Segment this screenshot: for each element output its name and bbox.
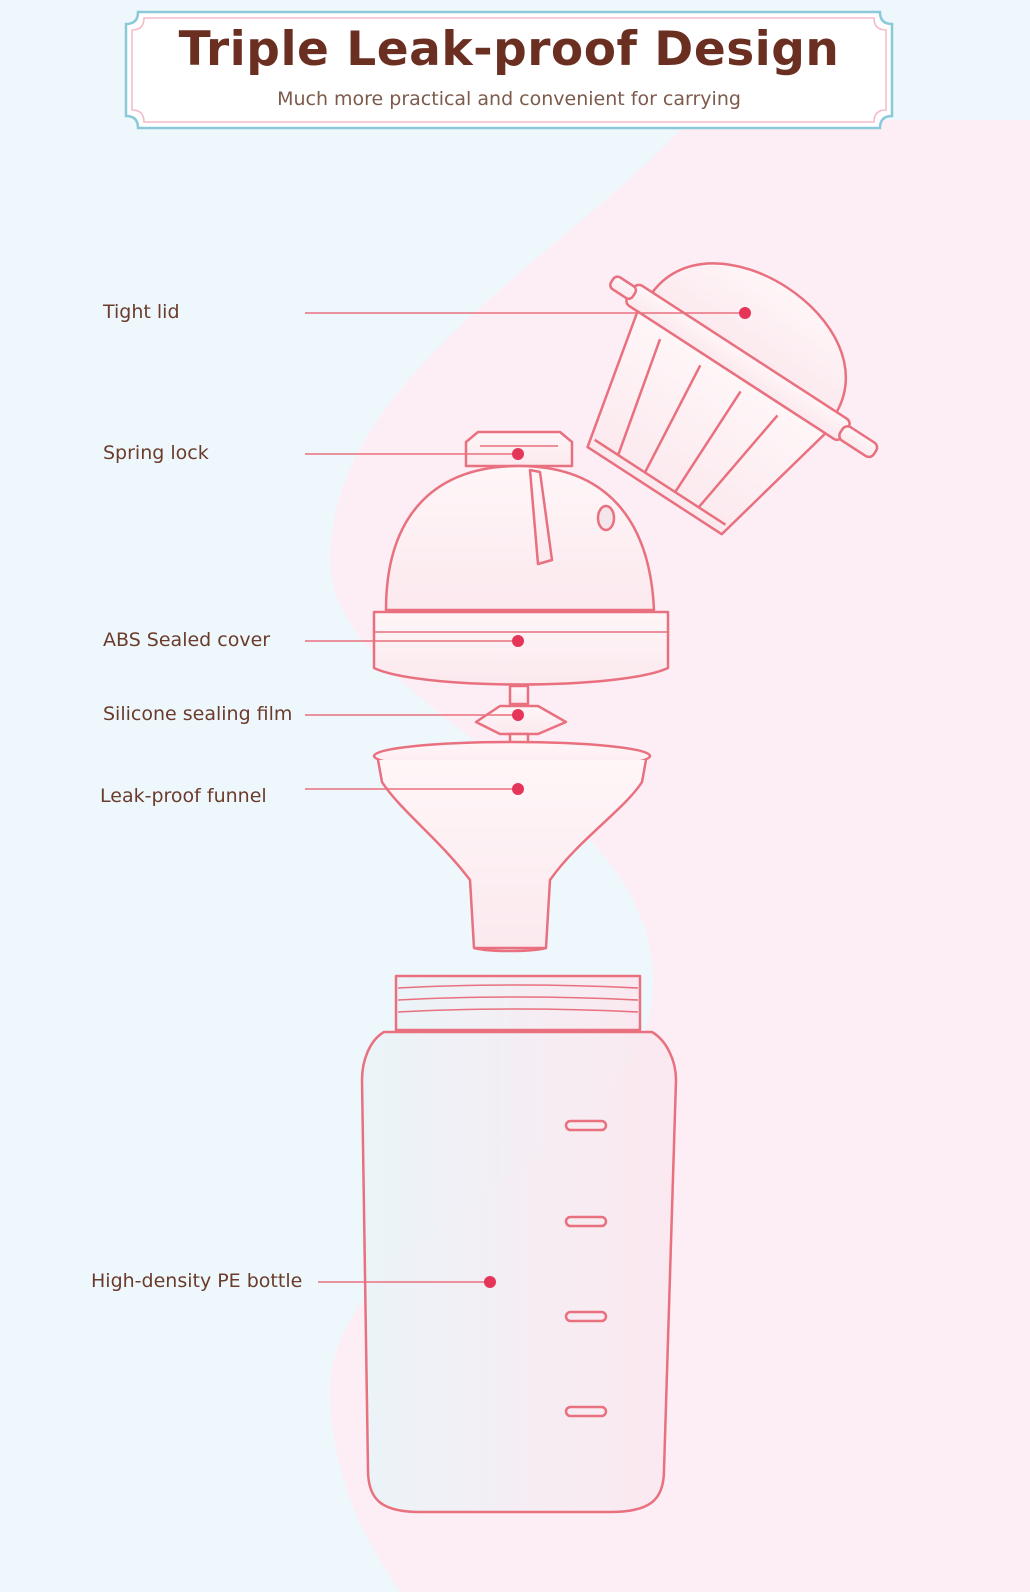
callout-label-spring-lock: Spring lock (103, 442, 209, 464)
funnel-part (372, 740, 652, 953)
callout-dot-pe-bottle (484, 1276, 496, 1288)
header-banner: Triple Leak-proof Design Much more pract… (124, 8, 894, 132)
callout-label-funnel: Leak-proof funnel (100, 785, 267, 807)
callout-label-silicone-film: Silicone sealing film (103, 703, 293, 725)
callout-label-pe-bottle: High-density PE bottle (91, 1270, 303, 1292)
page-subtitle: Much more practical and convenient for c… (277, 88, 741, 110)
sealed-cover-part (372, 430, 670, 706)
header-banner-frame (124, 10, 894, 130)
page-title: Triple Leak-proof Design (178, 22, 840, 77)
callout-dot-spring-lock (512, 448, 524, 460)
callout-dot-tight-lid (739, 307, 751, 319)
callout-dots (484, 307, 751, 1288)
callout-dot-funnel (512, 783, 524, 795)
callout-leaders (305, 312, 744, 1283)
callout-label-tight-lid: Tight lid (103, 301, 180, 323)
callout-dot-silicone-film (512, 709, 524, 721)
pe-bottle-part (360, 974, 678, 1514)
callout-label-abs-sealed-cover: ABS Sealed cover (103, 629, 271, 651)
tight-lid-part (586, 262, 879, 536)
callout-dot-abs-sealed-cover (512, 635, 524, 647)
